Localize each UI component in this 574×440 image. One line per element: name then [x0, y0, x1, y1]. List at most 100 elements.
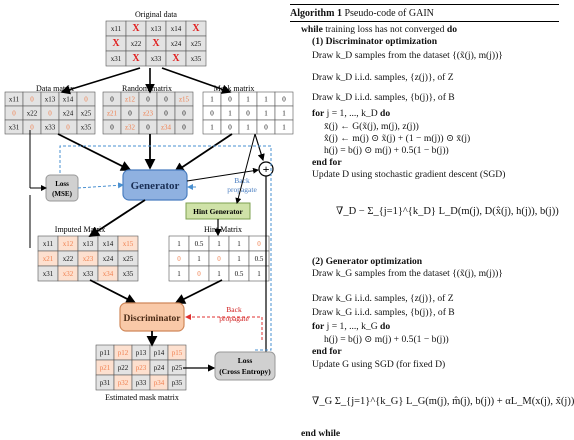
algo-for-1: for j = 1, ..., k_D do [312, 108, 390, 120]
back-propagate-path-1 [59, 145, 272, 351]
matrix-cell-text: x11 [111, 25, 122, 33]
for1-text: j = 1, ..., k_D [324, 108, 381, 119]
random-matrix-label: Random matrix [122, 84, 172, 93]
algo-g-line-2: Draw k_G i.i.d. samples, {z(j)}, of Z [312, 293, 454, 304]
matrix-cell-text: 0 [182, 110, 186, 118]
matrix-cell-text: x11 [43, 240, 54, 248]
matrix-cell-text: p31 [100, 379, 111, 387]
matrix-cell-text: 0 [228, 124, 232, 132]
kw-while: while [301, 24, 323, 35]
algo-title: Algorithm 1 Pseudo-code of GAIN [290, 8, 434, 20]
algo-g-line-1: Draw k_G samples from the dataset {(x̃(j… [312, 268, 503, 279]
matrix-cell-text: x32 [63, 270, 74, 278]
algo-while: while training loss has not converged do [301, 24, 457, 36]
matrix-cell-text: p12 [118, 349, 129, 357]
algo-title-rest: Pseudo-code of GAIN [341, 8, 434, 19]
matrix-cell-text: x14 [63, 96, 74, 104]
matrix-cell-text: 1 [264, 96, 268, 104]
loss-mse-label-2: (MSE) [52, 190, 73, 198]
plus-symbol: + [263, 162, 270, 176]
matrix-cell-text: 1 [246, 96, 250, 104]
arrow-mask-to-generator [173, 133, 233, 173]
matrix-cell-text: 1 [282, 124, 286, 132]
kw-for-1: for [312, 108, 325, 119]
matrix-cell-text: 1 [264, 110, 268, 118]
matrix-cell-text: x35 [81, 124, 92, 132]
matrix-cell-text: X [152, 38, 160, 49]
matrix-cell-text: 0 [217, 255, 221, 263]
matrix-cell-text: 0 [110, 124, 114, 132]
matrix-cell-text: p34 [154, 379, 165, 387]
generator-label: Generator [131, 180, 180, 192]
matrix-cell [274, 119, 294, 135]
matrix-cell-text: 0 [48, 110, 52, 118]
matrix-cell-text: z21 [107, 110, 118, 118]
algo-step2: (2) Generator optimization [312, 256, 423, 267]
matrix-cell [174, 119, 194, 135]
for2-text: j = 1, ..., k_G [324, 321, 381, 332]
matrix-cell-text: 1 [177, 270, 181, 278]
matrix-cell-text: x35 [123, 270, 134, 278]
back-propagate-2-a: Back [226, 305, 242, 314]
matrix-cell-text: p13 [136, 349, 147, 357]
data-matrix-label: Data matrix [36, 84, 74, 93]
algorithm-panel: Algorithm 1 Pseudo-code of GAIN while tr… [290, 0, 574, 439]
discriminator-label: Discriminator [124, 314, 182, 324]
algo-g-line-3: Draw k_G i.i.d. samples, {b(j)}, of B [312, 307, 455, 318]
algo-line-1: Draw k_D samples from the dataset {(x̃(j… [312, 50, 503, 61]
matrix-cell-text: x23 [83, 255, 94, 263]
matrix-cell-text: 1 [217, 270, 221, 278]
matrix-cell-text: 0 [197, 270, 201, 278]
matrix-cell-text: 1 [210, 96, 214, 104]
matrix-cell [248, 265, 270, 282]
matrix-cell-text: p33 [136, 379, 147, 387]
kw-for2-do: do [380, 321, 391, 332]
matrix-cell-text: 0 [210, 110, 214, 118]
algo-for1-line-2: x̂(j) ← m(j) ⊙ x̃(j) + (1 − m(j)) ⊙ x̄(j… [324, 133, 471, 144]
matrix-cell-text: p21 [100, 364, 111, 372]
matrix-cell-text: x25 [191, 40, 202, 48]
algo-line-2: Draw k_D i.i.d. samples, {z(j)}, of Z [312, 72, 454, 83]
matrix-cell-text: 1 [210, 124, 214, 132]
matrix-cell-text: z34 [161, 124, 172, 132]
arrow-hint-to-discriminator [174, 279, 223, 304]
matrix-cell-text: 0 [30, 124, 34, 132]
algo-equation-d: ∇_D − Σ_{j=1}^{k_D} L_D(m(j), D(x̂(j), h… [336, 206, 559, 217]
matrix-cell-text: x21 [43, 255, 54, 263]
hint-matrix-label: Hint Matrix [204, 225, 242, 234]
matrix-cell-text: 1 [237, 255, 241, 263]
matrix-cell-text: 1 [282, 110, 286, 118]
matrix-cell-text: 0 [146, 124, 150, 132]
matrix-cell-text: x15 [123, 240, 134, 248]
matrix-cell-text: z23 [143, 110, 154, 118]
original-data-label: Original data [135, 10, 177, 19]
matrix-cell-text: 1 [177, 240, 181, 248]
algo-update-d: Update D using stochastic gradient desce… [312, 169, 506, 180]
matrix-cell-text: x31 [43, 270, 54, 278]
matrix-cell-text: 0 [177, 255, 181, 263]
matrix-cell [167, 374, 187, 391]
matrix-cell-text: 0 [84, 96, 88, 104]
matrix-cell-text: x34 [103, 270, 114, 278]
matrix-cell-text: 0.5 [235, 270, 244, 278]
matrix-cell-text: x31 [111, 55, 122, 63]
matrix-cell-text: x24 [171, 40, 182, 48]
matrix-cell-text: z32 [125, 124, 136, 132]
kw-do: do [446, 24, 457, 35]
matrix-cell-text: x25 [123, 255, 134, 263]
algo-line-3: Draw k_D i.i.d. samples, {b(j)}, of B [312, 92, 455, 103]
matrix-cell-text: x33 [45, 124, 56, 132]
matrix-cell-text: X [132, 53, 140, 64]
matrix-cell-text: p25 [172, 364, 183, 372]
matrix-cell [76, 119, 96, 135]
hint-generator-label: Hint Generator [193, 207, 243, 216]
matrix-cell-text: 1 [246, 124, 250, 132]
gain-diagram: Original data Data matrix Random matrix … [4, 10, 294, 402]
estimated-mask-label: Estimated mask matrix [105, 393, 179, 402]
matrix-cell-text: p22 [118, 364, 129, 372]
arrow-data-to-generator [57, 133, 132, 171]
